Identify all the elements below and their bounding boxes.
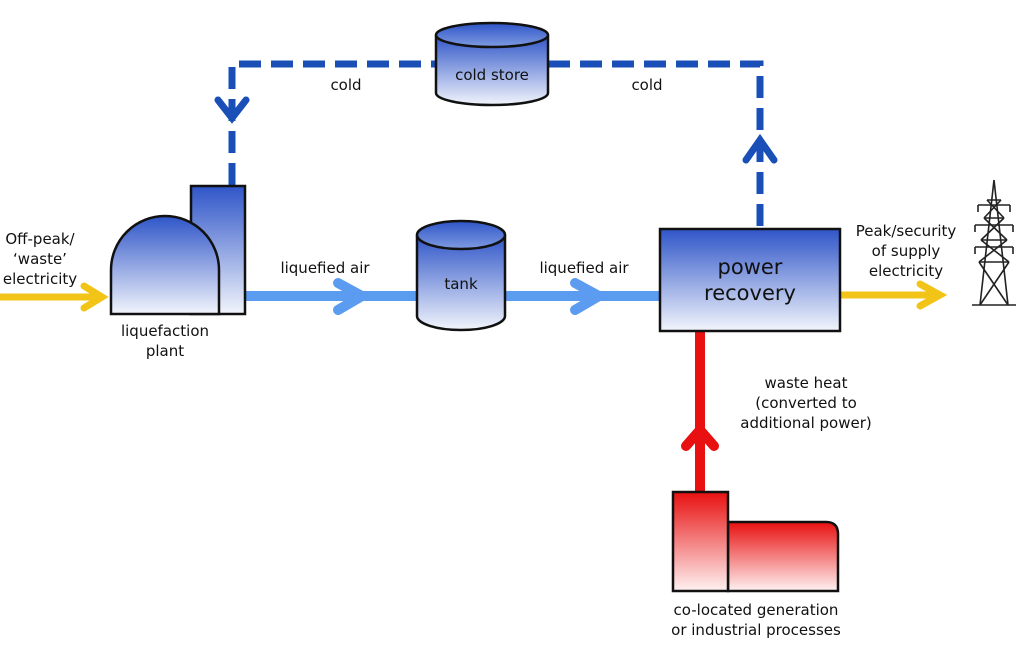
colocated-label-line: co-located generation <box>673 601 839 619</box>
cold-store-icon <box>434 21 550 107</box>
tank-label: tank <box>444 275 478 293</box>
liquefaction-plant-icon <box>109 184 247 316</box>
tank-icon <box>415 219 507 332</box>
cold-arrow-down-icon <box>214 96 250 124</box>
liquefaction-plant-label: liquefaction plant <box>100 321 230 361</box>
power-recovery-line: recovery <box>704 281 796 305</box>
power-recovery-label: power recovery <box>660 254 840 306</box>
cold-arrow-up-icon <box>742 133 778 164</box>
power-recovery-box <box>658 227 842 333</box>
input-electricity-label: Off-peak/ ‘waste’ electricity <box>0 229 80 289</box>
waste-heat-line: additional power) <box>740 414 872 432</box>
cold-flow-loop <box>228 60 764 228</box>
input-label-line: Off-peak/ <box>5 230 75 248</box>
liquefied-air-label-1: liquefied air <box>280 259 370 277</box>
output-label-line: Peak/security <box>855 222 957 240</box>
colocated-label-line: or industrial processes <box>671 621 841 639</box>
power-pylon-icon <box>972 179 1016 306</box>
cold-store-label: cold store <box>455 66 529 84</box>
input-label-line: electricity <box>2 270 78 288</box>
output-label-line: of supply <box>871 242 941 260</box>
output-label-line: electricity <box>868 262 944 280</box>
power-recovery-line: power <box>717 255 783 279</box>
output-electricity-label: Peak/security of supply electricity <box>846 221 966 281</box>
liquefied-air-flow <box>241 278 665 315</box>
input-label-line: ‘waste’ <box>13 250 67 268</box>
liquefied-air-label-2: liquefied air <box>539 259 629 277</box>
cold-label-left: cold <box>330 76 362 94</box>
colocated-label: co-located generation or industrial proc… <box>656 600 856 640</box>
colocated-plant-icon <box>671 490 840 593</box>
waste-heat-label: waste heat (converted to additional powe… <box>726 373 886 433</box>
waste-heat-line: (converted to <box>755 394 857 412</box>
input-electricity-arrow <box>0 282 109 312</box>
waste-heat-line: waste heat <box>764 374 848 392</box>
plant-label-line: liquefaction <box>120 322 210 340</box>
waste-heat-arrow <box>681 327 719 497</box>
plant-label-line: plant <box>145 342 185 360</box>
output-electricity-arrow <box>838 280 948 310</box>
cold-label-right: cold <box>631 76 663 94</box>
